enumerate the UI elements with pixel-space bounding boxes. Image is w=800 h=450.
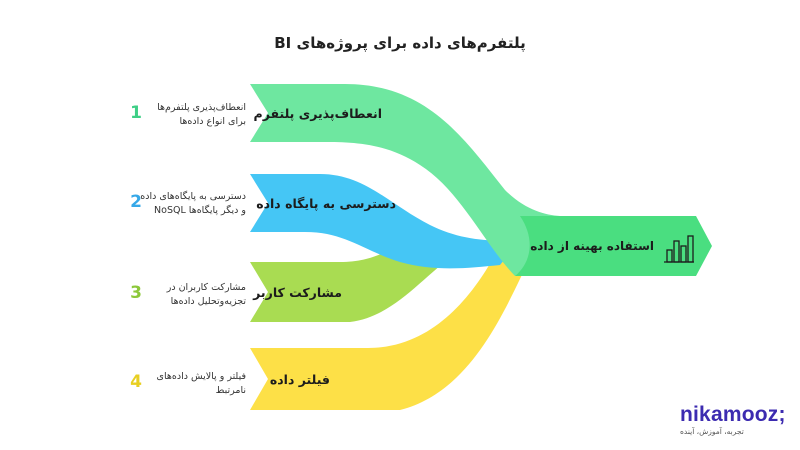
band-database-access bbox=[250, 174, 520, 269]
band-filter-data bbox=[250, 238, 540, 410]
band-label-1: انعطاف‌پذیری پلتفرم bbox=[253, 106, 382, 121]
band-label-4: فیلتر داده bbox=[269, 372, 330, 387]
step-number-3: 3 bbox=[130, 283, 142, 303]
band-label-3: مشارکت کاربر bbox=[253, 285, 342, 300]
band-platform-flexibility bbox=[250, 84, 560, 276]
output-label: استفاده بهینه از داده bbox=[530, 239, 654, 253]
nikamooz-logo: nikamooz; تجربه، آموزش، آینده bbox=[680, 403, 786, 437]
bar-chart-icon bbox=[664, 235, 694, 263]
step-description-2: دسترسی به پایگاه‌های داده و دیگر پایگاه‌… bbox=[140, 191, 246, 216]
step-number-2: 2 bbox=[130, 192, 142, 212]
step-description-1: انعطاف‌پذیری پلتفرم‌ها برای انواع داده‌ه… bbox=[157, 102, 246, 127]
page-title: پلتفرم‌های داده برای پروژه‌های BI bbox=[274, 34, 526, 52]
band-label-2: دسترسی به پایگاه داده bbox=[256, 196, 396, 211]
step-description-3: مشارکت کاربران در تجزیه‌وتحلیل داده‌ها bbox=[166, 282, 246, 307]
step-number-4: 4 bbox=[130, 372, 142, 392]
output-arrow bbox=[515, 216, 712, 276]
step-number-1: 1 bbox=[130, 103, 142, 123]
step-description-4: فیلتر و پالایش داده‌های نامرتبط bbox=[156, 371, 246, 396]
